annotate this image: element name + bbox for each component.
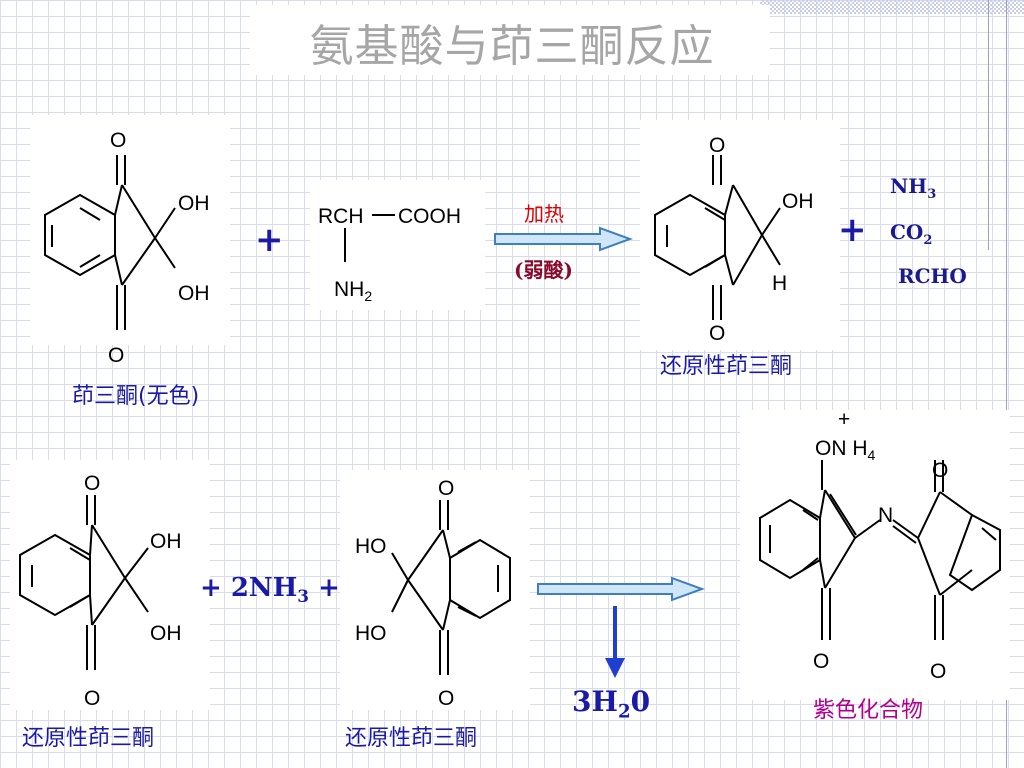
purple-compound-label: 紫色化合物 [813,698,924,723]
reduced-box [640,120,840,350]
reduced-ninhydrin-structure [654,155,781,320]
amino-acid-structure [344,214,395,262]
amino-acid-nh2: NH2 [334,278,372,304]
reduced-left-structure [19,495,149,670]
purple-o-bottom-right: O [930,660,946,683]
ninhydrin-label: 茚三酮(无色) [72,384,200,409]
left-o-bottom: O [84,687,100,710]
condition-weak-acid: (弱酸) [514,258,573,282]
condition-heat: 加热 [524,202,564,226]
amino-acid-rch: RCH [318,205,364,228]
ninhydrin-oh-1: OH [178,192,210,215]
amino-acid-cooh: COOH [398,205,461,228]
reduced-oh: OH [782,190,814,213]
reduced-left-box [10,460,210,710]
reduced-middle-structure [391,500,511,675]
plus-sign-2: + [838,210,867,250]
reduced-ninhydrin-label: 还原性茚三酮 [660,354,793,379]
reduced-o-top: O [709,134,725,157]
middle-o-bottom: O [438,687,454,710]
ninhydrin-o-top: O [110,129,126,152]
middle-o-top: O [438,477,454,500]
byproduct-rcho: RCHO [898,264,967,288]
reduced-middle-label: 还原性茚三酮 [345,726,478,751]
title-box [250,5,770,75]
middle-ho-2: HO [355,622,387,645]
byproduct-co2: CO2 [890,220,933,248]
plus-sign-1: + [255,220,284,260]
water-byproduct: 3H20 [572,685,651,723]
ninhydrin-oh-2: OH [178,282,210,305]
purple-compound-structure [759,460,1001,640]
byproduct-nh3: NH3 [890,174,937,202]
middle-ho-1: HO [355,535,387,558]
purple-product-box [740,410,1010,700]
right-border-line-2 [988,0,989,250]
ammonium-charge: + [838,408,850,431]
amino-acid-box [310,180,485,310]
ninhydrin-box [30,115,230,345]
ammonia-reagent: + 2NH3 + [200,573,340,607]
reaction-arrow-2 [537,576,705,602]
ninhydrin-structure [44,155,176,330]
reduced-h: H [772,272,787,295]
purple-onh4: ON H4 [815,437,876,463]
left-oh-1: OH [150,530,182,553]
purple-o-bottom-left: O [813,650,829,673]
reduced-left-label: 还原性茚三酮 [22,726,155,751]
page-title: 氨基酸与茚三酮反应 [309,21,715,72]
reduced-o-bottom: O [709,322,725,345]
water-release-arrow [605,606,625,678]
reaction-arrow-1 [494,226,633,252]
decorative-band [760,0,1024,14]
purple-n: N [878,504,893,527]
purple-o-top-right: O [932,459,948,482]
left-o-top: O [84,472,100,495]
left-oh-2: OH [150,622,182,645]
right-border-line [1006,0,1007,768]
ninhydrin-o-bottom: O [108,344,124,367]
